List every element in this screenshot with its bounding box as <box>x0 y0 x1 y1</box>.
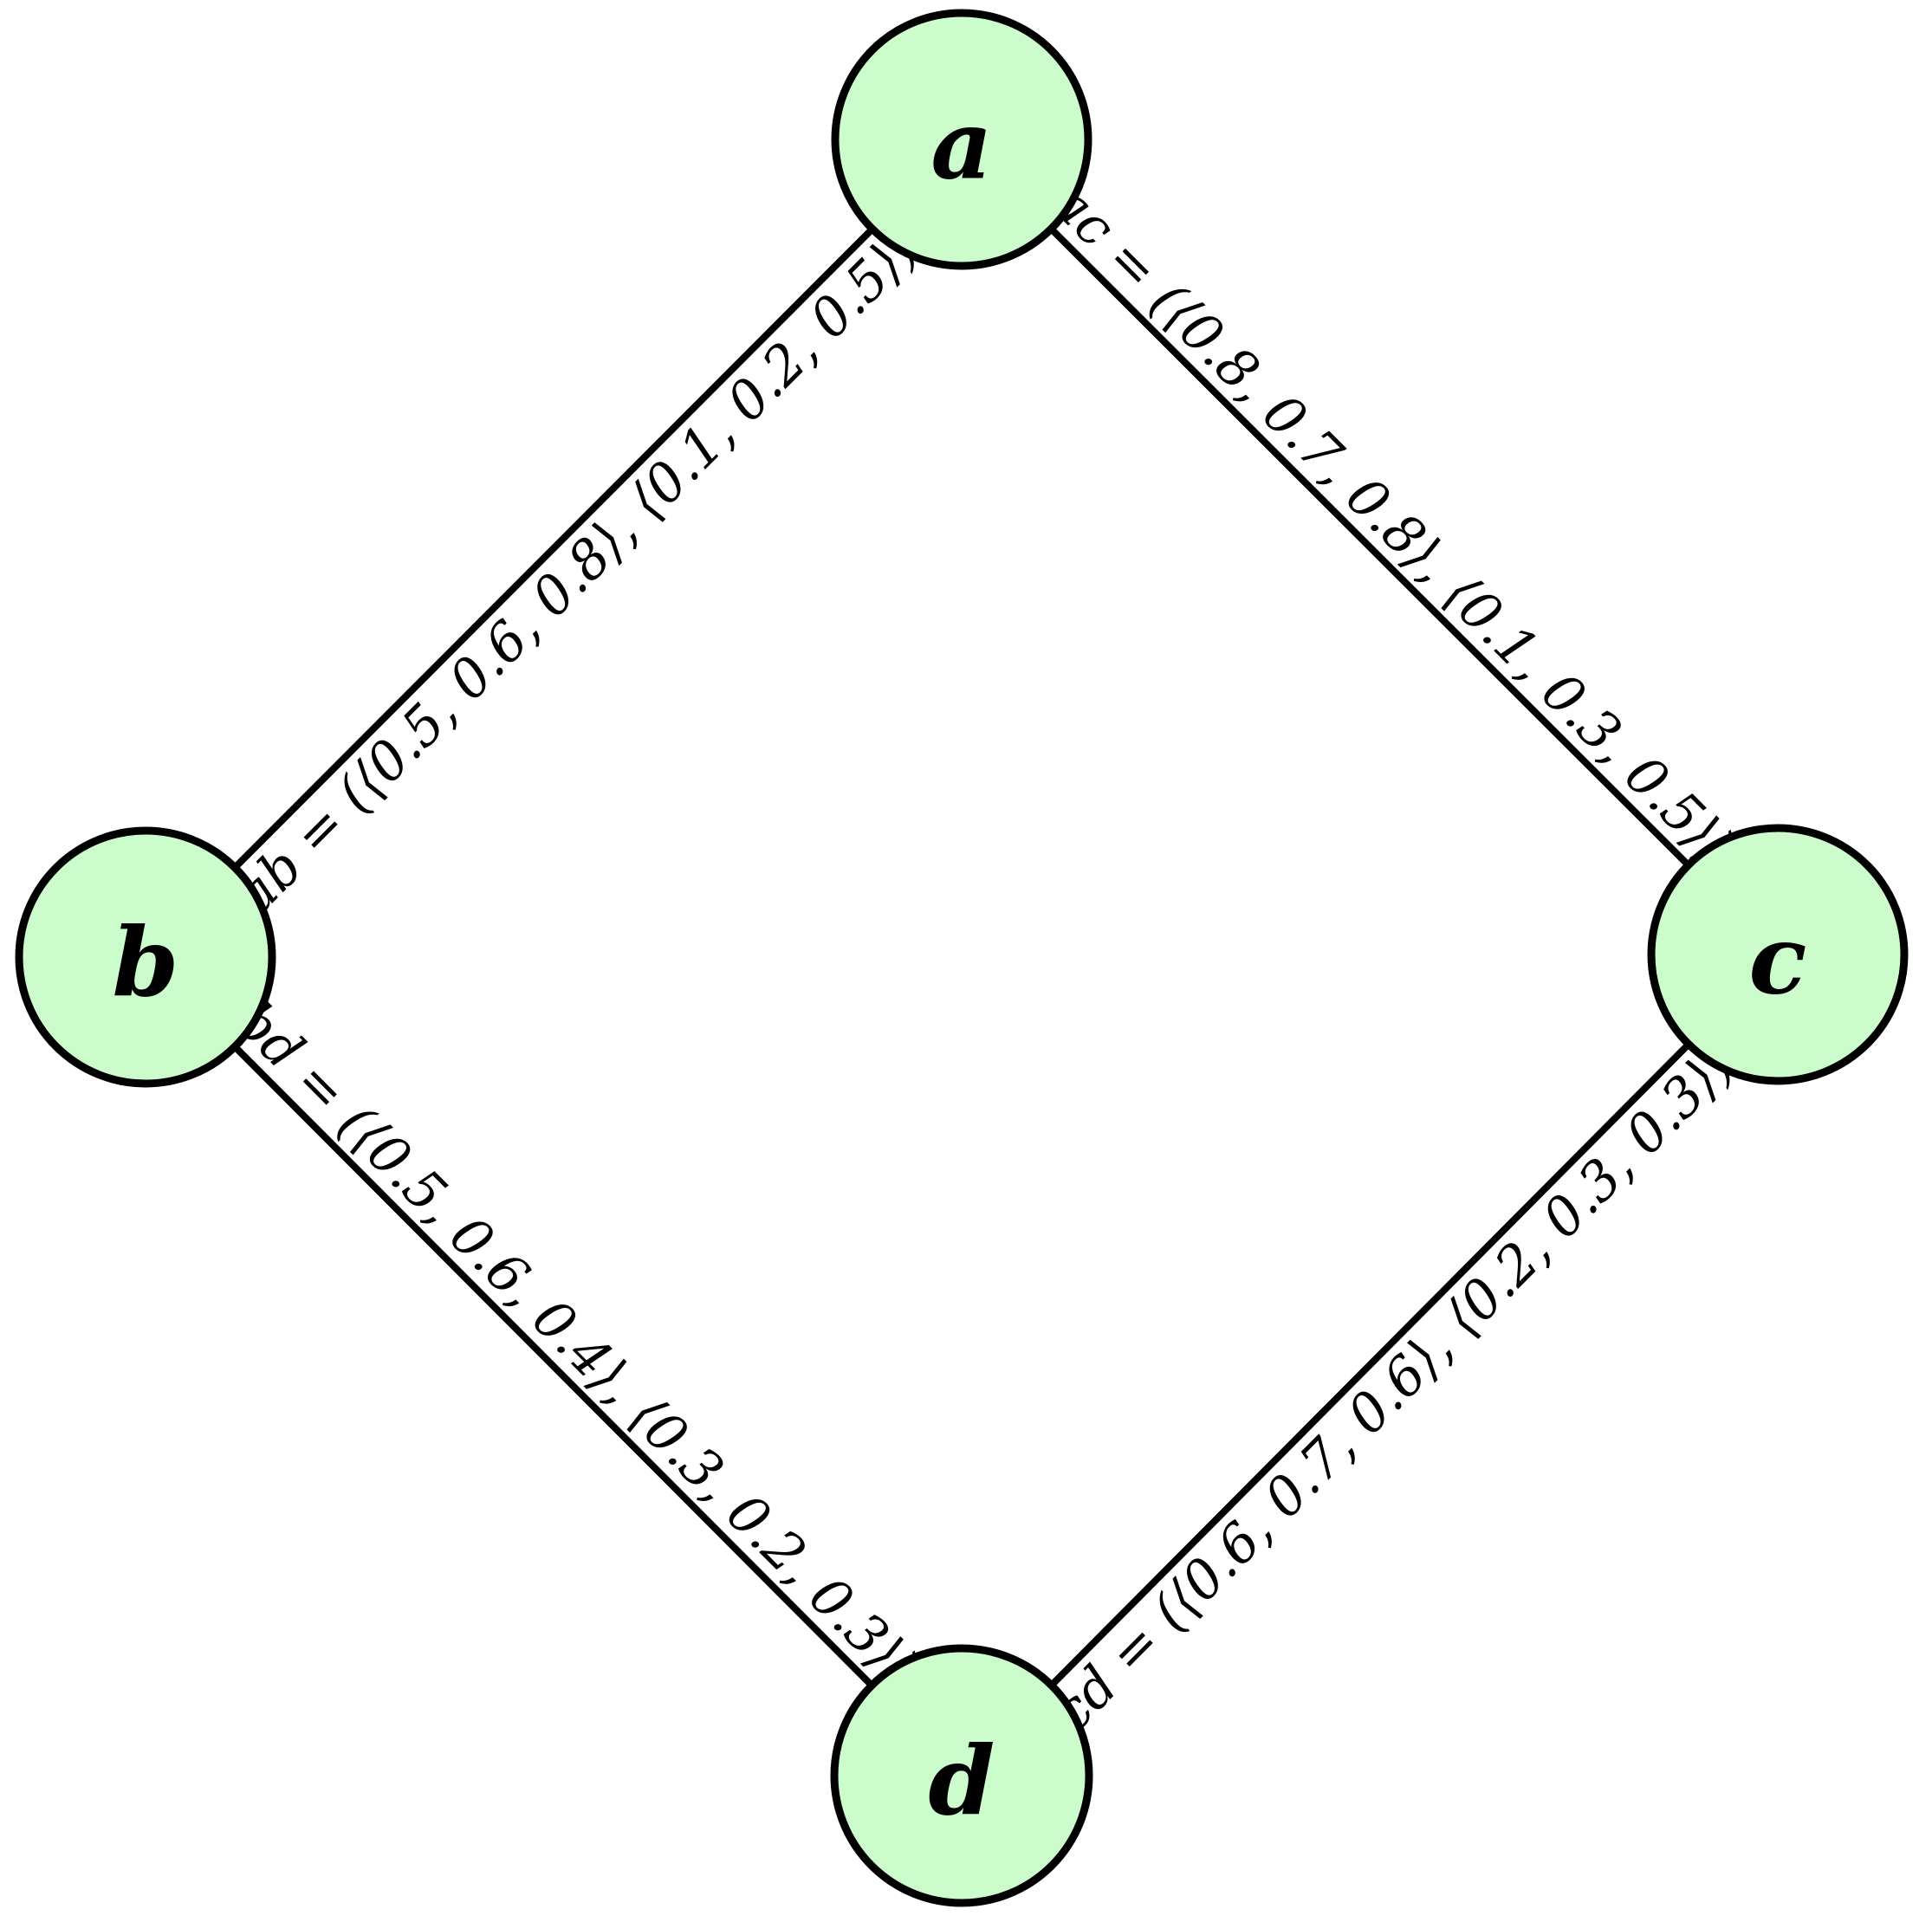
node-b: b <box>15 826 276 1088</box>
node-a-label: a <box>930 89 992 201</box>
node-a: a <box>831 9 1092 270</box>
edge-ab <box>143 137 964 960</box>
node-d: d <box>830 1644 1093 1907</box>
node-c: c <box>1647 824 1909 1085</box>
node-c-circle <box>1647 824 1909 1085</box>
node-b-label: b <box>113 907 179 1019</box>
edge-bd <box>143 955 964 1778</box>
edge-ac <box>959 137 1780 957</box>
node-a-circle <box>831 9 1092 270</box>
node-c-label: c <box>1749 904 1807 1016</box>
node-d-label: d <box>929 1725 995 1837</box>
node-d-circle <box>830 1644 1093 1907</box>
node-b-circle <box>15 826 276 1088</box>
edge-cd <box>959 952 1780 1778</box>
